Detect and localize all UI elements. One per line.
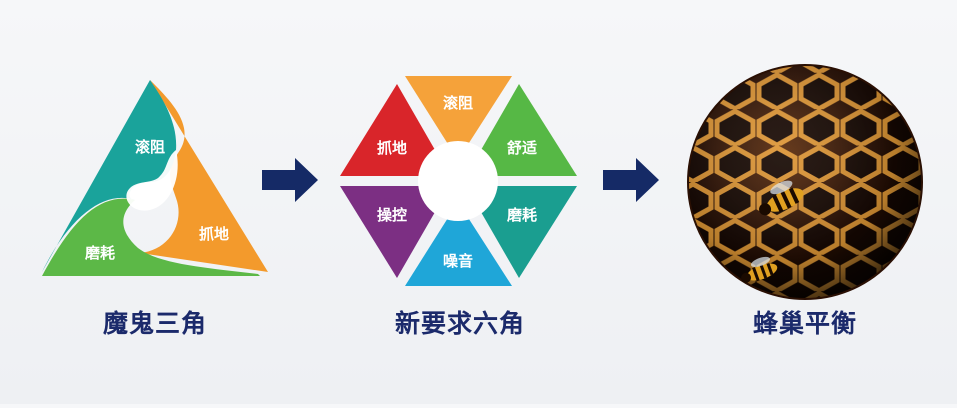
triangle-label-wear: 磨耗 (84, 244, 115, 262)
honeycomb-caption: 蜂巢平衡 (705, 306, 905, 342)
arrow-right-icon (603, 158, 659, 202)
hexagon-diagram: 滚阻 舒适 磨耗 噪音 操控 抓地 (340, 76, 577, 286)
hexagon-label-wear: 磨耗 (506, 206, 537, 224)
hexagon-label-grip: 抓地 (377, 139, 407, 157)
honeycomb-sphere-icon (680, 60, 930, 310)
hexagon-label-rolling: 滚阻 (443, 94, 473, 112)
arrow-right-icon (262, 158, 318, 202)
hexagon-label-handling: 操控 (377, 206, 407, 224)
triangle-label-grip: 抓地 (199, 225, 229, 243)
triangle-diagram: 滚阻 抓地 磨耗 (42, 80, 268, 276)
hexagon-label-noise: 噪音 (443, 252, 473, 270)
triangle-caption: 魔鬼三角 (55, 306, 255, 342)
hexagon-label-comfort: 舒适 (507, 139, 537, 157)
hexagon-caption: 新要求六角 (360, 306, 560, 342)
triangle-label-rolling: 滚阻 (135, 138, 165, 156)
